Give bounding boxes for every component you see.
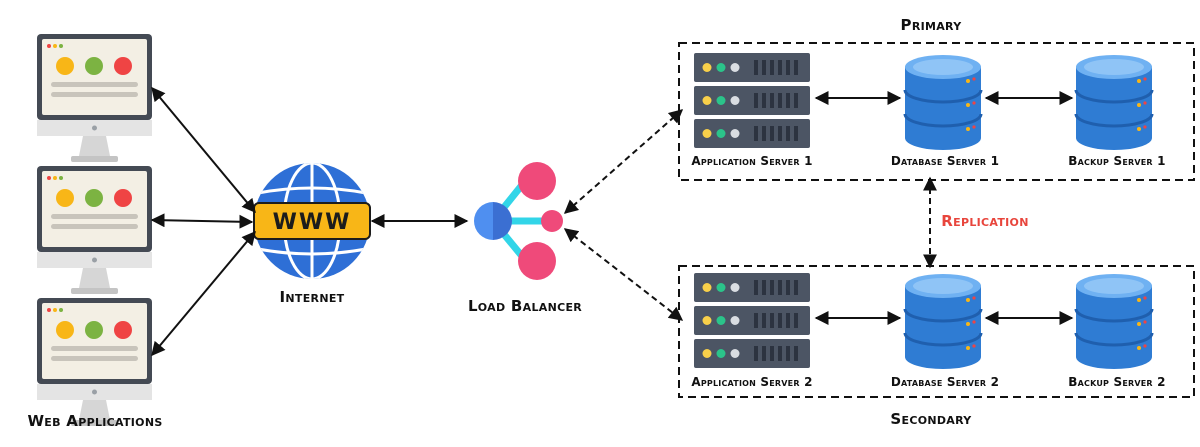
arrow-web-internet-3 [151,230,256,357]
server-rack-icon-1 [694,53,810,148]
load-balancer-icon [474,162,563,280]
secondary-group-frame [678,265,1195,398]
server-rack-icon-2 [694,273,810,368]
web-applications-label: Web Applications [27,412,163,430]
replication-label: Replication [941,212,1029,230]
monitor-icon-3 [37,298,152,426]
www-banner-text: WWW [273,210,352,235]
database-icon-backup-1 [1074,53,1154,152]
database-icon-primary [903,53,983,152]
db-server-1-label: Database Server 1 [890,154,1000,168]
primary-group-title: Primary [900,16,962,34]
app-server-2-label: Application Server 2 [691,375,813,389]
database-icon-backup-2 [1074,272,1154,371]
monitor-icon-2 [37,166,152,294]
arrow-web-internet-2 [150,213,254,229]
db-server-2-label: Database Server 2 [890,375,1000,389]
arrow-web-internet-1 [151,86,256,214]
database-icon-secondary [903,272,983,371]
secondary-group-title: Secondary [890,410,972,428]
arrow-lb-app1 [563,109,684,214]
monitor-icon-1 [37,34,152,162]
backup-server-1-label: Backup Server 1 [1068,154,1166,168]
load-balancer-label: Load Balancer [467,297,583,315]
globe-www-icon: WWW [253,163,371,279]
arrow-lb-app2 [563,228,684,321]
internet-label: Internet [279,288,345,306]
backup-server-2-label: Backup Server 2 [1068,375,1166,389]
app-server-1-label: Application Server 1 [691,154,813,168]
